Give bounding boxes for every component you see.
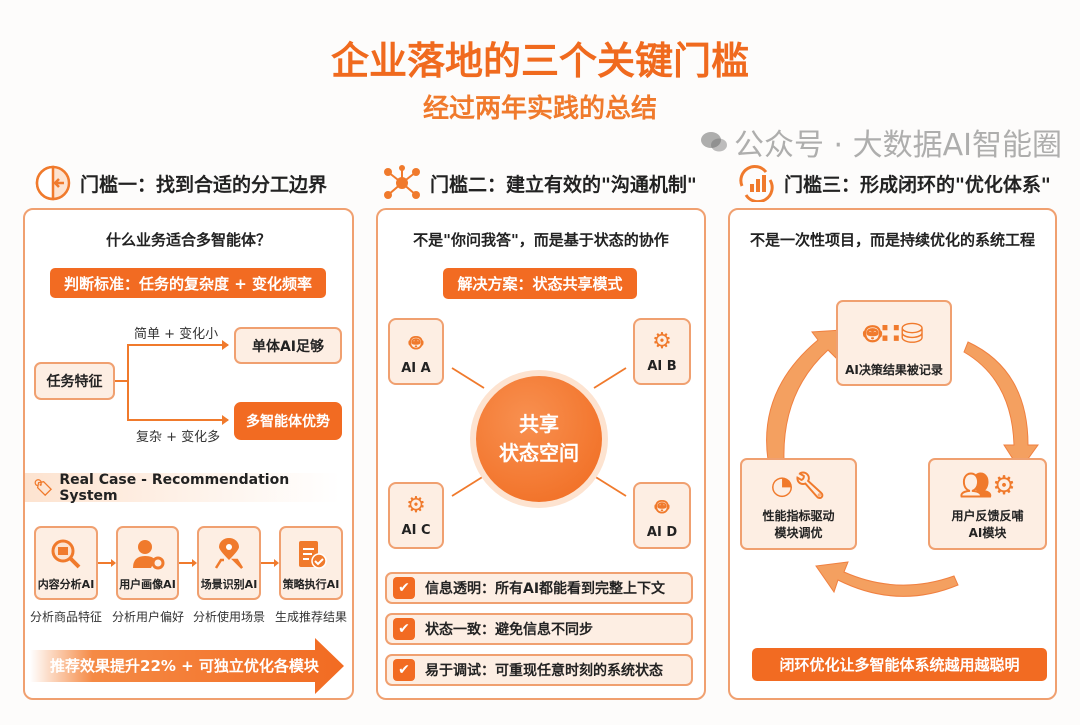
branch-top-label: 简单 + 变化小 — [134, 327, 219, 342]
result-text: 推荐效果提升22% + 可独立优化各模块 — [50, 657, 319, 675]
page-subtitle: 经过两年实践的总结 — [422, 94, 657, 124]
agent-desc: 分析商品特征 — [30, 610, 103, 624]
robot-icon: 🤖︎ — [655, 495, 669, 520]
cycle-chart-icon — [739, 165, 774, 202]
brain-gear-icon: ⚙ — [652, 328, 672, 354]
criteria-banner: 判断标准：任务的复杂度 + 变化频率 — [50, 268, 326, 298]
threshold2-header: 门槛二：建立有效的"沟通机制" — [382, 164, 697, 202]
check-icon: ✔ — [393, 659, 415, 681]
network-icon — [384, 165, 420, 199]
single-ai-node: 单体AI足够 — [234, 327, 342, 364]
agent-card-scene: 场景识别AI — [197, 526, 261, 600]
wechat-icon — [701, 132, 727, 152]
agent-name: 场景识别AI — [200, 578, 258, 591]
agent-card-strategy: 策略执行AI — [279, 526, 343, 600]
solution-banner: 解决方案：状态共享模式 — [443, 268, 637, 299]
step-record: 🤖︎∷⛁AI决策结果被记录 — [836, 300, 952, 386]
ai-a-node: 🤖︎AI A — [388, 318, 444, 385]
conclusion-banner: 闭环优化让多智能体系统越用越聪明 — [752, 648, 1047, 681]
benefit-item: ✔信息透明：所有AI都能看到完整上下文 — [385, 572, 693, 604]
real-case-title: Real Case - Recommendation System — [59, 471, 290, 504]
threshold3-header: 门槛三：形成闭环的"优化体系" — [736, 164, 1051, 202]
agent-desc: 分析使用场景 — [193, 610, 266, 624]
threshold1-heading: 门槛一：找到合适的分工边界 — [80, 173, 328, 196]
watermark-text: 公众号 · 大数据AI智能圈 — [734, 128, 1062, 163]
ai-d-node: 🤖︎AI D — [633, 482, 691, 549]
agent-card-user: 用户画像AI — [116, 526, 179, 600]
branch-bottom-label: 复杂 + 变化多 — [136, 430, 221, 445]
ai-b-node: ⚙AI B — [633, 318, 691, 385]
watermark: 公众号 · 大数据AI智能圈 — [700, 120, 1062, 164]
benefit-item: ✔状态一致：避免信息不同步 — [385, 613, 693, 645]
threshold3-subtitle: 不是一次性项目，而是持续优化的系统工程 — [749, 231, 1035, 249]
gauge-tools-icon: ◔🔧︎ — [770, 471, 827, 502]
robot-icon: 🤖︎ — [409, 331, 423, 356]
agent-name: 用户画像AI — [119, 578, 176, 591]
clipboard-check-icon — [299, 541, 327, 569]
robot-database-icon: 🤖︎∷⛁ — [864, 317, 924, 350]
agent-name: 内容分析AI — [37, 578, 95, 591]
gears-icon: ⚙ — [406, 492, 426, 518]
users-brain-icon: 👥︎⚙ — [959, 471, 1016, 502]
agent-flow-arrows — [98, 559, 279, 567]
branch-connectors — [114, 340, 229, 425]
threshold1-question: 什么业务适合多智能体？ — [105, 231, 271, 249]
agent-card-content: 内容分析AI — [34, 526, 98, 600]
state-arrows — [451, 367, 627, 497]
task-feature-node: 任务特征 — [34, 362, 115, 400]
threshold1-header: 门槛一：找到合适的分工边界 — [34, 164, 327, 202]
multi-agent-node: 多智能体优势 — [234, 402, 342, 440]
check-icon: ✔ — [393, 618, 415, 640]
threshold2-heading: 门槛二：建立有效的"沟通机制" — [430, 173, 697, 196]
real-case-strip: 🏷 Real Case - Recommendation System — [25, 471, 340, 504]
benefit-item: ✔易于调试：可重现任意时刻的系统状态 — [385, 654, 693, 686]
page-title: 企业落地的三个关键门槛 — [330, 39, 749, 83]
search-box-icon — [51, 539, 81, 569]
threshold3-heading: 门槛三：形成闭环的"优化体系" — [784, 173, 1051, 196]
split-circle-icon — [35, 165, 71, 201]
agent-name: 策略执行AI — [282, 578, 340, 591]
agent-desc: 生成推荐结果 — [274, 610, 347, 624]
check-icon: ✔ — [393, 577, 415, 599]
step-tuning: ◔🔧︎性能指标驱动模块调优 — [740, 458, 857, 550]
shared-state-space: 共享状态空间 — [476, 376, 602, 502]
user-gear-icon — [132, 540, 164, 570]
result-arrow-shape — [30, 638, 344, 694]
tag-icon: 🏷 — [33, 478, 54, 497]
threshold2-subtitle: 不是"你问我答"，而是基于状态的协作 — [413, 231, 669, 249]
agent-desc: 分析用户偏好 — [112, 610, 185, 624]
map-pin-icon — [214, 538, 244, 569]
ai-c-node: ⚙AI C — [388, 482, 444, 549]
